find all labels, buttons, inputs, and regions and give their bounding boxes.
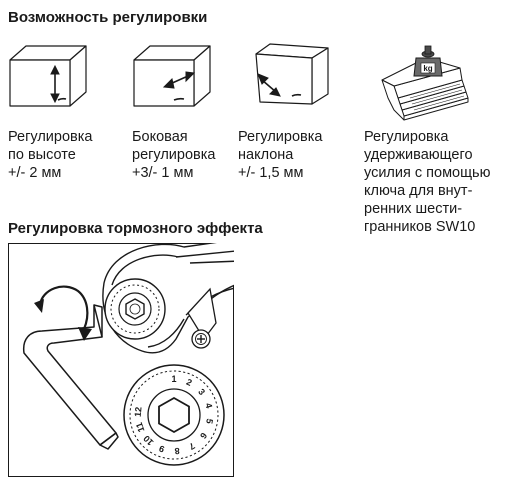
dial-number: 12 [133, 406, 144, 417]
caption-tilt-adjustment: Регулировка наклона +/- 1,5 мм [238, 129, 323, 181]
hex-key-icon [22, 304, 119, 450]
small-adjustment-dial [104, 278, 166, 340]
tilt-arrow-icon [257, 73, 281, 97]
dial-number: 8 [174, 446, 180, 456]
vertical-arrow-icon [50, 64, 60, 104]
caption-height-adjustment: Регулировка по высоте +/- 2 мм [8, 129, 93, 181]
brake-detail-frame [8, 243, 234, 477]
dial-number: 9 [158, 443, 166, 454]
dial-number: 6 [198, 431, 209, 441]
heading-adjustment-options: Возможность регулировки [8, 9, 208, 26]
dial-number: 5 [204, 418, 215, 425]
cabinet-height-illustration [9, 45, 87, 107]
stacked-boards-weight-illustration: kg [381, 45, 469, 121]
dial-number: 1 [171, 374, 176, 384]
cabinet-tilt-illustration [255, 43, 329, 105]
dial-number: 3 [196, 387, 207, 397]
rotation-arrow-head-left [34, 299, 44, 313]
rotation-arrow-icon [38, 285, 89, 330]
heading-brake-adjustment: Регулировка тормозного эффекта [8, 220, 263, 237]
dial-number: 2 [185, 377, 194, 388]
dial-number: 4 [203, 402, 214, 409]
screw-icon [191, 329, 211, 349]
horizontal-arrow-icon [162, 71, 196, 89]
weight-kg-icon: kg [413, 45, 443, 77]
weight-kg-label: kg [423, 64, 432, 73]
rotation-arrow-head-right [78, 327, 92, 341]
caption-holding-force-adjustment: Регулировка удерживающего усилия с помощ… [364, 129, 491, 235]
cabinet-side-illustration [133, 45, 211, 107]
dial-number: 11 [134, 421, 147, 433]
dial-number: 7 [187, 441, 196, 452]
caption-side-adjustment: Боковая регулировка +3/- 1 мм [132, 129, 216, 181]
